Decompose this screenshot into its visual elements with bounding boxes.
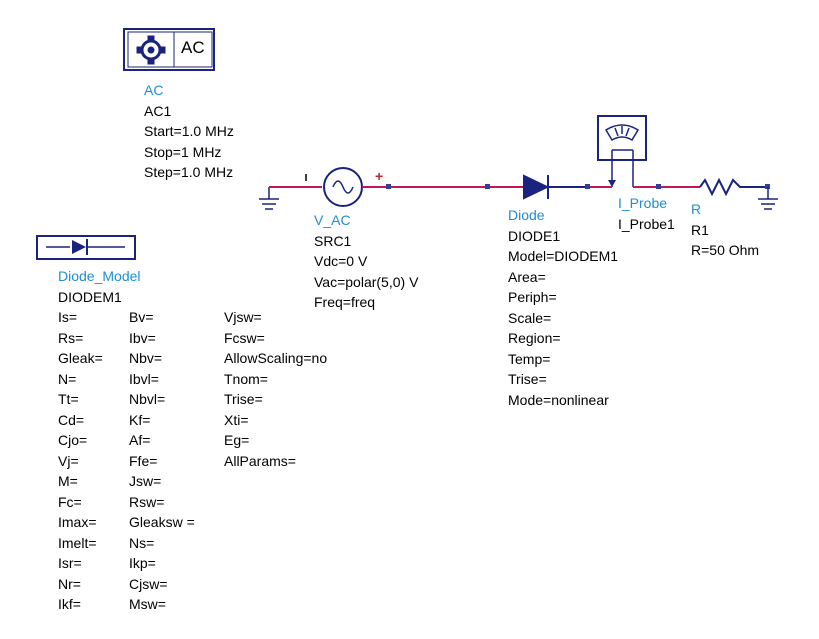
ac-box-label: AC [181,38,205,57]
model-param: Imax= [58,514,97,530]
diode-model-type-label: Diode_Model [58,268,141,284]
model-param: Cjo= [58,432,88,448]
ground-icon-left [259,187,279,210]
model-param: Is= [58,309,78,325]
ac-param: Start=1.0 MHz [144,123,234,139]
diode-model-params-col2[interactable]: Bv= Ibv= Nbv= Ibvl= Nbvl= Kf= Af= Ffe= J… [129,307,195,615]
model-param: Af= [129,432,151,448]
ac-instance-name: AC1 [144,102,172,119]
model-param: Tnom= [224,370,268,387]
current-probe-icon[interactable] [597,115,647,187]
vac-source-icon[interactable] [323,167,363,207]
model-param: Isr= [58,555,82,571]
model-param: Ibvl= [129,370,159,387]
model-param: AllParams= [224,452,296,469]
source-param: Vac=polar(5,0) V [314,273,419,290]
ac-param: Stop=1 MHz [144,143,222,160]
source-plus-sign: + [375,168,384,184]
model-param: AllowScaling=no [224,350,328,366]
diode-model-header[interactable]: Diode_Model DIODEM1 [58,266,141,307]
model-param: Imelt= [58,534,97,551]
resistor-icon[interactable] [699,177,768,197]
model-param: Vj= [58,452,79,469]
diode-model-icon[interactable] [36,235,136,260]
model-param: Jsw= [129,473,162,489]
diode-model-params-col1[interactable]: Is= Rs= Gleak= N= Tt= Cd= Cjo= Vj= M= Fc… [58,307,103,615]
diode-model-instance-name: DIODEM1 [58,288,122,305]
model-param: Nbv= [129,350,163,366]
resistor-param: R=50 Ohm [691,242,760,258]
diode-type-label: Diode [508,207,545,223]
model-param: Ikf= [58,596,81,612]
diode-icon[interactable] [523,174,590,200]
model-param: Nr= [58,575,81,592]
ac-sim-properties[interactable]: AC AC1 Start=1.0 MHz Stop=1 MHz Step=1.0… [144,80,234,183]
source-type-label: V_AC [314,212,351,228]
ac-simulation-icon[interactable] [123,28,215,71]
resistor-type-label: R [691,201,702,217]
source-instance-name: SRC1 [314,232,352,249]
model-param: Ffe= [129,452,158,469]
diode-param: Periph= [508,289,557,305]
diode-param: Trise= [508,371,547,387]
model-param: Tt= [58,391,79,407]
diode-model-params-col3[interactable]: Vjsw= Fcsw= AllowScaling=no Tnom= Trise=… [224,307,327,471]
gear-icon [136,35,166,65]
model-param: Kf= [129,411,151,428]
resistor-instance-name: R1 [691,221,709,238]
model-param: Ibv= [129,329,156,346]
model-param: M= [58,473,78,489]
ac-param: Step=1.0 MHz [144,164,234,180]
model-param: Rs= [58,329,84,346]
resistor-properties[interactable]: R R1 R=50 Ohm [691,199,759,261]
source-param: Vdc=0 V [314,253,368,269]
model-param: Fcsw= [224,329,265,346]
diode-param: Region= [508,330,561,346]
probe-type-label: I_Probe [618,195,668,211]
diode-param: Mode=nonlinear [508,391,609,408]
model-param: Bv= [129,309,154,325]
model-param: Ikp= [129,555,156,571]
model-param: Gleak= [58,350,103,366]
diode-properties[interactable]: Diode DIODE1 Model=DIODEM1 Area= Periph=… [508,205,618,410]
probe-properties[interactable]: I_Probe I_Probe1 [618,193,675,234]
model-param: Cjsw= [129,575,168,592]
model-param: Nbvl= [129,391,166,407]
source-param: Freq=freq [314,294,376,310]
diode-param: Scale= [508,309,552,326]
model-param: Vjsw= [224,309,262,325]
model-param: Msw= [129,596,166,612]
model-param: Xti= [224,411,249,428]
diode-param: Model=DIODEM1 [508,248,619,264]
source-properties[interactable]: V_AC SRC1 Vdc=0 V Vac=polar(5,0) V Freq=… [314,210,418,313]
model-param: Cd= [58,411,85,428]
probe-instance-name: I_Probe1 [618,215,675,232]
ground-icon-right [758,187,778,210]
diode-param: Area= [508,268,546,285]
model-param: Gleaksw = [129,514,195,530]
model-param: N= [58,370,77,387]
diode-param: Temp= [508,350,551,367]
model-param: Eg= [224,432,250,448]
model-param: Ns= [129,534,155,551]
diode-instance-name: DIODE1 [508,227,561,244]
model-param: Fc= [58,493,82,510]
model-param: Rsw= [129,493,165,510]
model-param: Trise= [224,391,263,407]
ac-type-label: AC [144,82,164,98]
